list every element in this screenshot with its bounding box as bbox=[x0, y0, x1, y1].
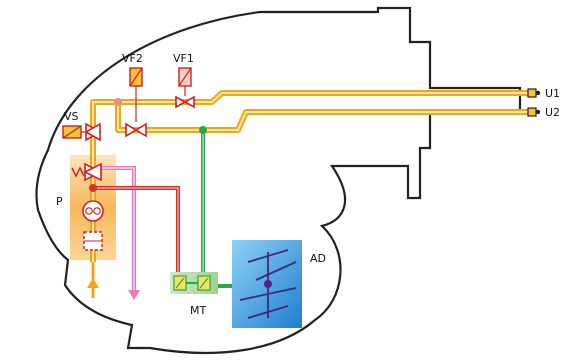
label-mt: MT bbox=[190, 304, 206, 317]
label-vf1: VF1 bbox=[173, 52, 194, 65]
label-u2: U2 bbox=[545, 106, 560, 119]
junction-dot-pump bbox=[89, 184, 97, 192]
ad-pivot bbox=[264, 280, 272, 288]
vs-valve-icon bbox=[84, 122, 102, 142]
aircraft-outline bbox=[35, 6, 522, 355]
pump-icon bbox=[82, 200, 104, 222]
junction-dot-fuel bbox=[114, 98, 122, 106]
pump-valve bbox=[71, 162, 103, 182]
label-u1: U1 bbox=[545, 87, 560, 100]
label-ad: AD bbox=[310, 252, 326, 265]
green-line bbox=[201, 130, 232, 288]
nozzle-u2-icon bbox=[527, 107, 541, 117]
fuel-inlet-arrow bbox=[87, 262, 99, 298]
return-line-pink bbox=[100, 166, 140, 300]
fuel-line-u1 bbox=[90, 90, 528, 262]
vf1-valve-icon bbox=[175, 95, 195, 109]
label-vs: VS bbox=[64, 110, 79, 123]
control-line-red bbox=[93, 186, 180, 282]
label-p: P bbox=[56, 195, 63, 208]
junction-dot-green bbox=[199, 126, 207, 134]
nozzle-u1-icon bbox=[527, 88, 541, 98]
vf2-valve-icon bbox=[125, 122, 147, 138]
fuel-line-u2 bbox=[115, 102, 528, 133]
ad-mechanism bbox=[239, 249, 297, 319]
label-vf2: VF2 bbox=[122, 52, 143, 65]
